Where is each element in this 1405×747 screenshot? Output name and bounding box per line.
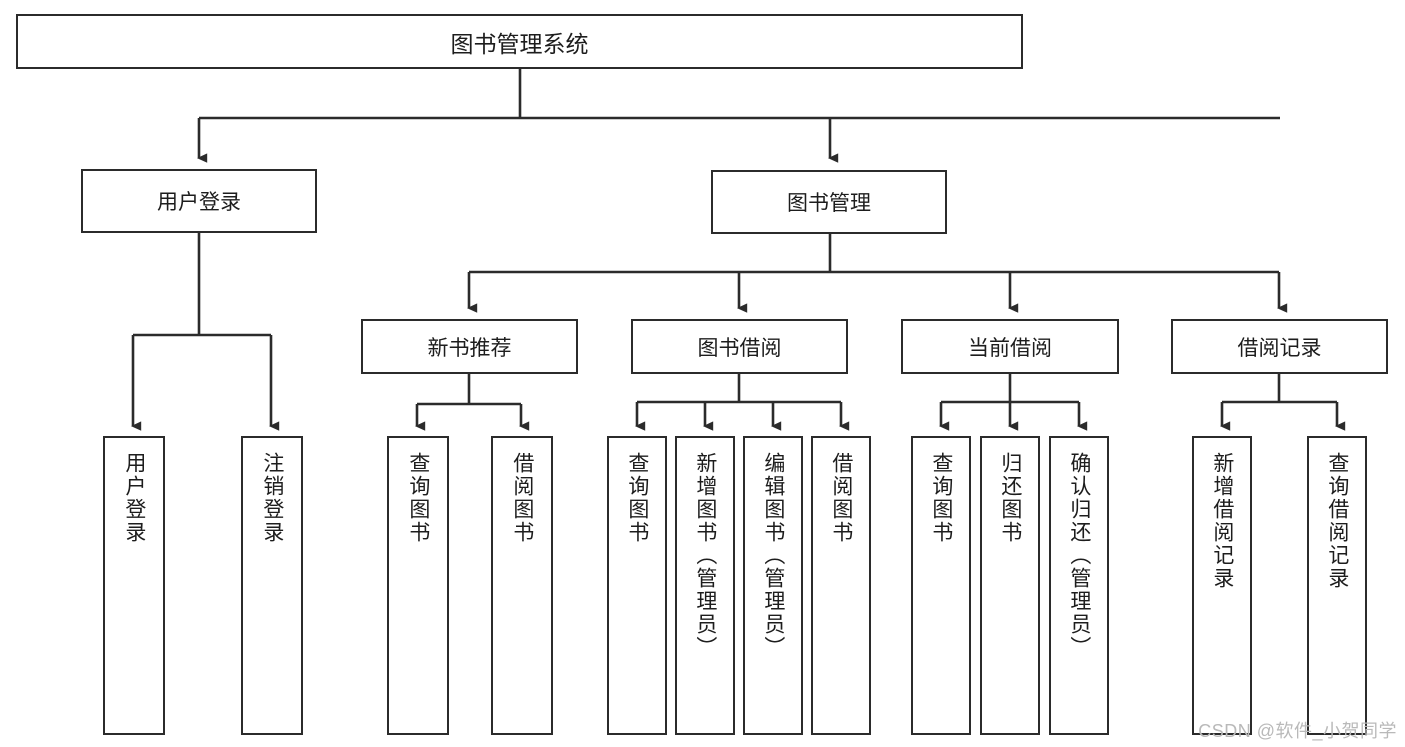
node-borrow-record[interactable]: 借阅记录 <box>1171 319 1388 374</box>
node-book-borrow-label: 图书借阅 <box>697 336 782 360</box>
leaf-return-book[interactable]: 归还图书 <box>980 436 1040 735</box>
leaf-borrow-book-2-label: 借阅图书 <box>829 452 853 544</box>
leaf-return-book-label: 归还图书 <box>998 452 1022 544</box>
leaf-add-book[interactable]: 新增图书（管理员） <box>675 436 735 735</box>
leaf-confirm-return[interactable]: 确认归还（管理员） <box>1049 436 1109 735</box>
node-book-borrow[interactable]: 图书借阅 <box>631 319 848 374</box>
node-user-login[interactable]: 用户登录 <box>81 169 317 233</box>
leaf-logout-login[interactable]: 注销登录 <box>241 436 303 735</box>
watermark-text: CSDN @软件_小贺同学 <box>1198 721 1397 741</box>
node-current-borrow[interactable]: 当前借阅 <box>901 319 1119 374</box>
leaf-query-record[interactable]: 查询借阅记录 <box>1307 436 1367 735</box>
leaf-add-record[interactable]: 新增借阅记录 <box>1192 436 1252 735</box>
leaf-user-login-label: 用户登录 <box>122 452 146 544</box>
node-current-borrow-label: 当前借阅 <box>968 336 1052 360</box>
leaf-edit-book[interactable]: 编辑图书（管理员） <box>743 436 803 735</box>
leaf-query-book-1[interactable]: 查询图书 <box>387 436 449 735</box>
leaf-borrow-book-1[interactable]: 借阅图书 <box>491 436 553 735</box>
leaf-query-book-3[interactable]: 查询图书 <box>911 436 971 735</box>
node-user-login-label: 用户登录 <box>157 191 241 214</box>
node-book-manage[interactable]: 图书管理 <box>711 170 947 234</box>
leaf-borrow-book-1-label: 借阅图书 <box>510 452 534 544</box>
node-book-manage-label: 图书管理 <box>787 192 871 215</box>
node-new-book-rec[interactable]: 新书推荐 <box>361 319 578 374</box>
leaf-query-book-2-label: 查询图书 <box>625 452 649 544</box>
leaf-confirm-return-label: 确认归还（管理员） <box>1067 452 1091 659</box>
leaf-user-login[interactable]: 用户登录 <box>103 436 165 735</box>
leaf-query-book-3-label: 查询图书 <box>929 452 953 544</box>
node-root-label: 图书管理系统 <box>450 30 589 57</box>
leaf-add-book-label: 新增图书（管理员） <box>693 452 717 659</box>
leaf-query-book-1-label: 查询图书 <box>406 452 430 544</box>
leaf-borrow-book-2[interactable]: 借阅图书 <box>811 436 871 735</box>
node-root[interactable]: 图书管理系统 <box>16 14 1023 69</box>
leaf-logout-login-label: 注销登录 <box>260 452 284 544</box>
leaf-query-book-2[interactable]: 查询图书 <box>607 436 667 735</box>
node-borrow-record-label: 借阅记录 <box>1237 336 1322 360</box>
node-new-book-rec-label: 新书推荐 <box>427 336 512 360</box>
leaf-query-record-label: 查询借阅记录 <box>1325 452 1349 590</box>
leaf-add-record-label: 新增借阅记录 <box>1210 452 1234 590</box>
leaf-edit-book-label: 编辑图书（管理员） <box>761 452 785 659</box>
